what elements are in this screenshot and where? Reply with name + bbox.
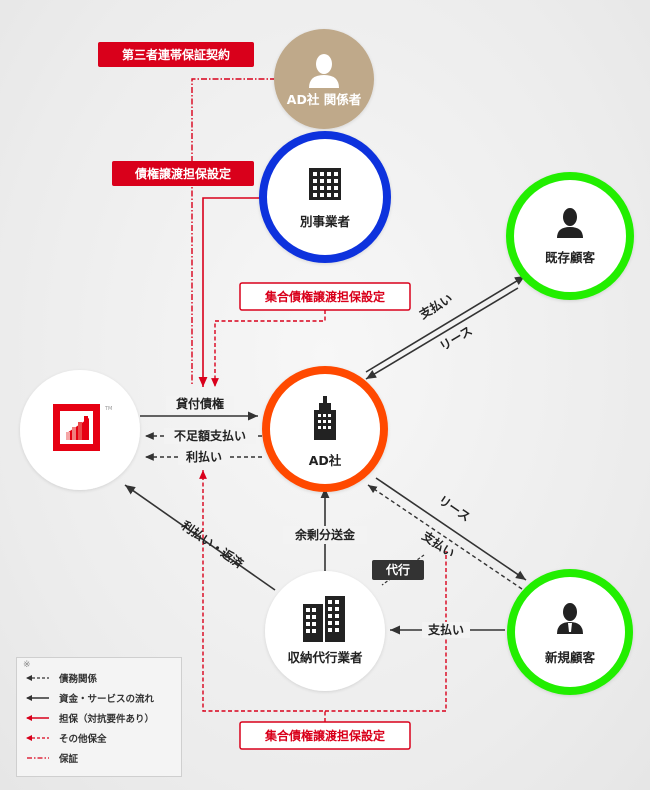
collective-security-bottom-line (199, 470, 326, 722)
claim-transfer-security-line (198, 197, 262, 387)
ad-company-label: AD社 (309, 453, 342, 468)
collection-agent-node: 収納代行業者 (265, 571, 385, 691)
payment-existing-label: 支払い (416, 290, 455, 322)
legend-line-dashed-dark (26, 675, 49, 681)
interest-repayment-label: 利払い・返済 (179, 518, 247, 572)
collective-claim-security-top-tag: 集合債権譲渡担保設定 (239, 282, 411, 311)
collective-claim-security-bottom-tag: 集合債権譲渡担保設定 (239, 721, 411, 750)
lease-new-arrow (375, 477, 527, 581)
proxy-tag: 代行 (372, 560, 424, 580)
legend-item-flow: 資金・サービスの流れ (25, 691, 154, 705)
person-icon (557, 603, 583, 634)
legend-item-other-protection: その他保全 (25, 731, 107, 745)
legend-item-security: 担保（対抗要件あり） (25, 711, 154, 725)
person-icon (557, 208, 583, 238)
ad-related-label: AD社 関係者 (287, 92, 362, 107)
lease-new-label: リース (436, 493, 473, 524)
svg-text:TM: TM (104, 406, 112, 412)
svg-text:集合債権譲渡担保設定: 集合債権譲渡担保設定 (264, 289, 385, 304)
loan-claim-label: 貸付債権 (176, 396, 224, 411)
new-customer-label: 新規顧客 (545, 650, 596, 665)
claim-transfer-security-tag: 債権譲渡担保設定 (112, 161, 254, 186)
legend-item-debt: 債務関係 (25, 671, 97, 685)
person-icon (309, 54, 339, 88)
legend: ※ 債務関係 資金・サービスの流れ 担保（対抗要件あり） その他保全 保証 (16, 657, 182, 777)
other-business-label: 別事業者 (299, 214, 351, 229)
office-building-icon (309, 168, 341, 200)
guarantee-line (191, 78, 276, 386)
lease-existing-arrow (365, 287, 519, 380)
lender-logo: TM (53, 404, 112, 451)
collective-security-bottom-line-right (325, 551, 447, 712)
existing-customer-label: 既存顧客 (545, 250, 596, 265)
interest-repayment-arrow (124, 484, 276, 591)
payment-collection-label: 支払い (427, 622, 464, 637)
existing-customer-node: 既存顧客 (506, 172, 634, 300)
surplus-remittance-label: 余剰分送金 (294, 527, 356, 542)
lender-node: TM (20, 370, 140, 490)
legend-line-solid-dark (26, 695, 49, 701)
payment-existing-arrow (365, 275, 526, 373)
payment-new-dashed-arrow (367, 484, 523, 590)
svg-text:第三者連帯保証契約: 第三者連帯保証契約 (122, 47, 230, 62)
third-party-guarantee-tag: 第三者連帯保証契約 (98, 42, 254, 67)
ad-company-node: AD社 (262, 366, 388, 492)
interest-payment-label: 利払い (186, 449, 222, 464)
legend-mark: ※ (23, 660, 31, 670)
collective-security-top-line (211, 310, 326, 387)
svg-text:集合債権譲渡担保設定: 集合債権譲渡担保設定 (264, 728, 385, 743)
legend-line-dashdot-red (27, 757, 49, 759)
new-customer-node: 新規顧客 (507, 569, 633, 695)
legend-line-solid-red (26, 715, 49, 721)
buildings-icon (303, 596, 345, 642)
collection-agent-label: 収納代行業者 (287, 650, 363, 665)
legend-line-dashed-red (26, 735, 49, 741)
tower-building-icon (314, 396, 336, 440)
other-business-node: 別事業者 (259, 131, 391, 263)
shortfall-payment-label: 不足額支払い (174, 428, 246, 443)
legend-item-guarantee: 保証 (25, 751, 78, 765)
lease-existing-label: リース (437, 323, 475, 353)
svg-text:代行: 代行 (385, 562, 410, 577)
ad-related-node: AD社 関係者 (274, 29, 374, 129)
svg-text:債権譲渡担保設定: 債権譲渡担保設定 (134, 166, 231, 181)
